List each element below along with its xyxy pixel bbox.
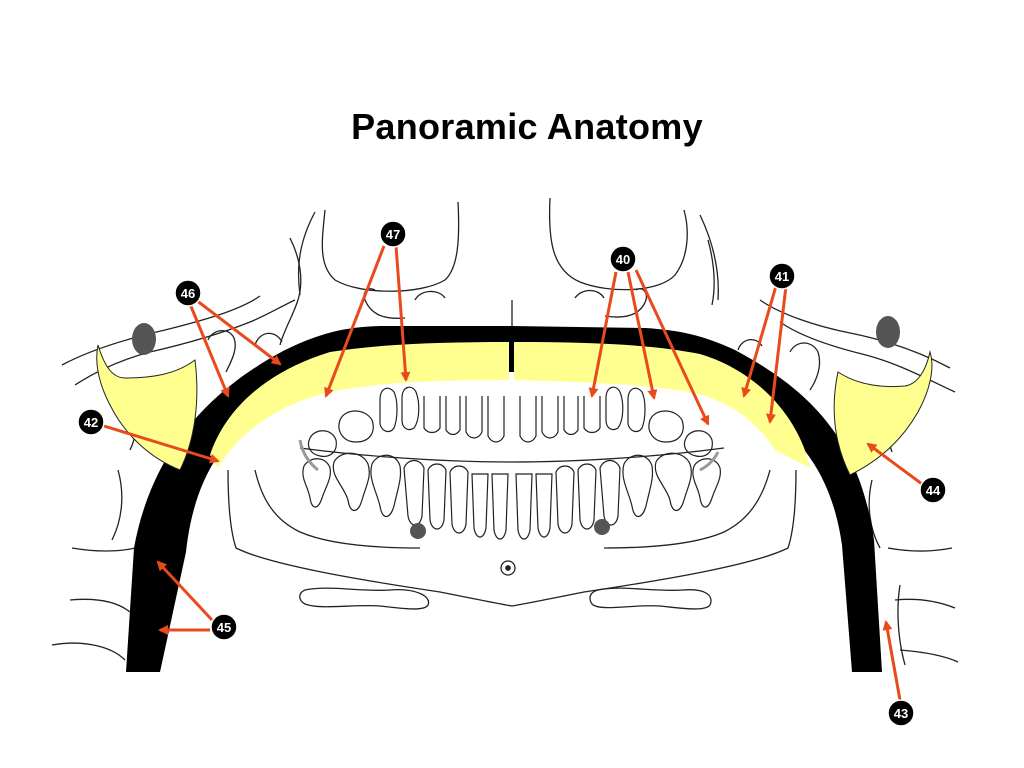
callout-44: 44 (919, 476, 947, 504)
arrow-43 (882, 620, 902, 701)
callout-43: 43 (887, 699, 915, 727)
skull-outline (51, 197, 959, 666)
gray-canal-right (699, 451, 720, 472)
callout-43-label: 43 (894, 706, 908, 721)
arrow-46b (188, 303, 230, 398)
arrow-41b (765, 285, 788, 424)
articular-eminence-right (833, 350, 933, 476)
callout-47-badge (379, 220, 407, 248)
arrow-44 (866, 442, 923, 486)
callout-43-badge (887, 699, 915, 727)
incisal-line (299, 447, 725, 463)
callout-45-badge (210, 613, 238, 641)
arrow-45a (156, 560, 214, 622)
callout-46: 46 (174, 279, 202, 307)
arrow-47a (324, 245, 386, 398)
callout-42-label: 42 (84, 415, 98, 430)
callout-47-label: 47 (386, 227, 400, 242)
upper-teeth (307, 386, 713, 457)
arrow-41a (741, 285, 778, 398)
arrow-42 (103, 424, 220, 464)
mental-foramen-left (410, 523, 426, 539)
arrow-40c (634, 269, 710, 426)
highlight-strip-left (210, 342, 509, 468)
arrow-46a (195, 298, 282, 366)
lower-teeth (302, 452, 721, 540)
callout-46-label: 46 (181, 286, 195, 301)
gray-canal-left (298, 439, 319, 472)
ear-marker-right (876, 316, 900, 348)
callout-40: 40 (609, 245, 637, 273)
callout-46-badge (174, 279, 202, 307)
callout-44-label: 44 (926, 483, 941, 498)
arrow-40b (626, 271, 658, 400)
callout-40-badge (609, 245, 637, 273)
callout-40-label: 40 (616, 252, 630, 267)
callout-41-badge (768, 262, 796, 290)
callout-47: 47 (379, 220, 407, 248)
mental-foramen-right (594, 519, 610, 535)
articular-eminence-left (96, 344, 198, 471)
callout-42: 42 (77, 408, 105, 436)
callout-42-badge (77, 408, 105, 436)
callout-45: 45 (210, 613, 238, 641)
callout-44-badge (919, 476, 947, 504)
ear-marker-left (132, 323, 156, 355)
highlight-strip-right (514, 342, 810, 468)
diagram-title: Panoramic Anatomy (351, 106, 703, 147)
callout-41: 41 (768, 262, 796, 290)
arrow-47b (394, 245, 411, 382)
callout-41-label: 41 (775, 269, 789, 284)
callout-45-label: 45 (217, 620, 231, 635)
callout-arrows (103, 245, 923, 701)
arrow-40a (588, 271, 618, 398)
